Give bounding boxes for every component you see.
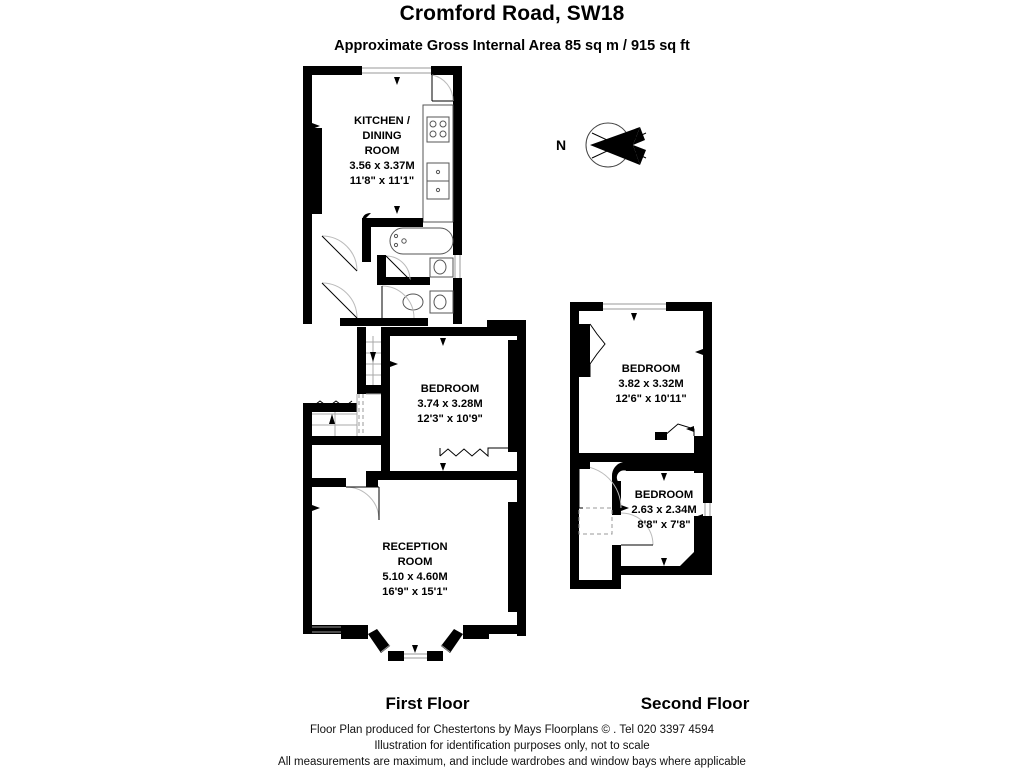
svg-text:3.56 x 3.37M: 3.56 x 3.37M [349,160,414,172]
reception-label: RECEPTION ROOM 5.10 x 4.60M 16'9" x 15'1… [382,541,448,598]
bedroom-first-bottom-arrow [440,463,446,471]
second-floor-plan: BEDROOM 3.82 x 3.32M 12'6" x 10'11" BEDR… [570,302,712,589]
svg-text:ROOM: ROOM [365,145,400,157]
svg-text:5.10 x 4.60M: 5.10 x 4.60M [382,571,447,583]
bedroom-small-right-arrow [695,514,703,520]
svg-text:DINING: DINING [362,130,401,142]
sink-icon [426,162,450,200]
kitchen-hall-arrow [394,206,400,214]
svg-text:KITCHEN /: KITCHEN / [354,115,410,127]
bedroom-small-left-arrow [621,505,629,511]
wardrobe-outline [578,507,613,535]
svg-text:8'8" x 7'8": 8'8" x 7'8" [637,519,690,531]
footer-measurements-note: All measurements are maximum, and includ… [278,756,746,768]
bedroom-second-alcove-left [589,323,606,377]
svg-text:12'6" x 10'11": 12'6" x 10'11" [615,393,686,405]
bedroom-second-left-arrow [579,349,587,355]
bedroom-second-window-arrow [631,313,637,321]
bedroom-first-right-arrow [509,361,517,367]
svg-text:3.82 x 3.32M: 3.82 x 3.32M [618,378,683,390]
page-subtitle: Approximate Gross Internal Area 85 sq m … [334,38,690,54]
bathtub-icon [389,227,454,255]
bedroom-second-right-arrow [695,349,703,355]
svg-text:BEDROOM: BEDROOM [421,383,479,395]
svg-text:ROOM: ROOM [398,556,433,568]
svg-text:3.74 x 3.28M: 3.74 x 3.28M [417,398,482,410]
wc-icon [402,290,454,314]
reception-walls [303,471,526,661]
svg-text:16'9" x 15'1": 16'9" x 15'1" [382,586,448,598]
compass-rose: N [556,122,647,168]
reception-bay-arrow [412,645,418,653]
reception-left-arrow [312,505,320,511]
svg-text:RECEPTION: RECEPTION [382,541,447,553]
svg-text:BEDROOM: BEDROOM [635,489,693,501]
first-floor-plan: KITCHEN / DINING ROOM 3.56 x 3.37M 11'8"… [303,66,526,661]
bedroom-first-left-arrow [390,361,398,367]
bathroom-door-2 [381,285,415,319]
bedroom-small-bottom-arrow [661,558,667,566]
bedroom-first-label: BEDROOM 3.74 x 3.28M 12'3" x 10'9" [417,383,483,425]
svg-text:BEDROOM: BEDROOM [622,363,680,375]
reception-right-arrow [509,505,517,511]
bedroom-first-top-arrow [440,338,446,346]
footer-credit: Floor Plan produced for Chestertons by M… [310,724,714,736]
second-floor-label: Second Floor [640,694,750,713]
basin-icon [429,257,454,278]
landing-door-2 [620,512,654,546]
kitchen-counter [422,104,454,223]
kitchen-hall-partition [362,213,423,262]
hall-door-2 [321,282,358,319]
bathroom-walls [340,222,462,326]
page-title: Cromford Road, SW18 [399,2,625,25]
kitchen-left-arrow [312,123,320,129]
compass-north-label: N [556,137,566,153]
svg-text:11'8" x 11'1": 11'8" x 11'1" [350,175,414,187]
kitchen-door [431,74,454,102]
kitchen-label: KITCHEN / DINING ROOM 3.56 x 3.37M 11'8"… [349,115,414,187]
bathroom-door-1 [385,255,411,281]
bedroom-small-top-arrow [661,473,667,481]
footer-disclaimer: Illustration for identification purposes… [374,740,650,752]
kitchen-window [362,67,431,74]
kitchen-window-arrow [394,77,400,85]
reception-door [345,486,380,521]
hob-icon [426,116,450,143]
bedroom-second-small-label: BEDROOM 2.63 x 2.34M 8'8" x 7'8" [631,489,696,531]
first-floor-label: First Floor [385,694,470,713]
bedroom-second-main-walls [570,302,712,473]
bedroom-second-alcove-right [663,423,695,437]
hall-door-1 [321,235,358,272]
staircase-first [303,327,381,478]
bedroom-second-small-walls [570,453,712,589]
bedroom-first-alcove [439,447,508,458]
svg-text:12'3" x 10'9": 12'3" x 10'9" [417,413,483,425]
svg-text:2.63 x 2.34M: 2.63 x 2.34M [631,504,696,516]
bedroom-second-main-label: BEDROOM 3.82 x 3.32M 12'6" x 10'11" [615,363,686,405]
